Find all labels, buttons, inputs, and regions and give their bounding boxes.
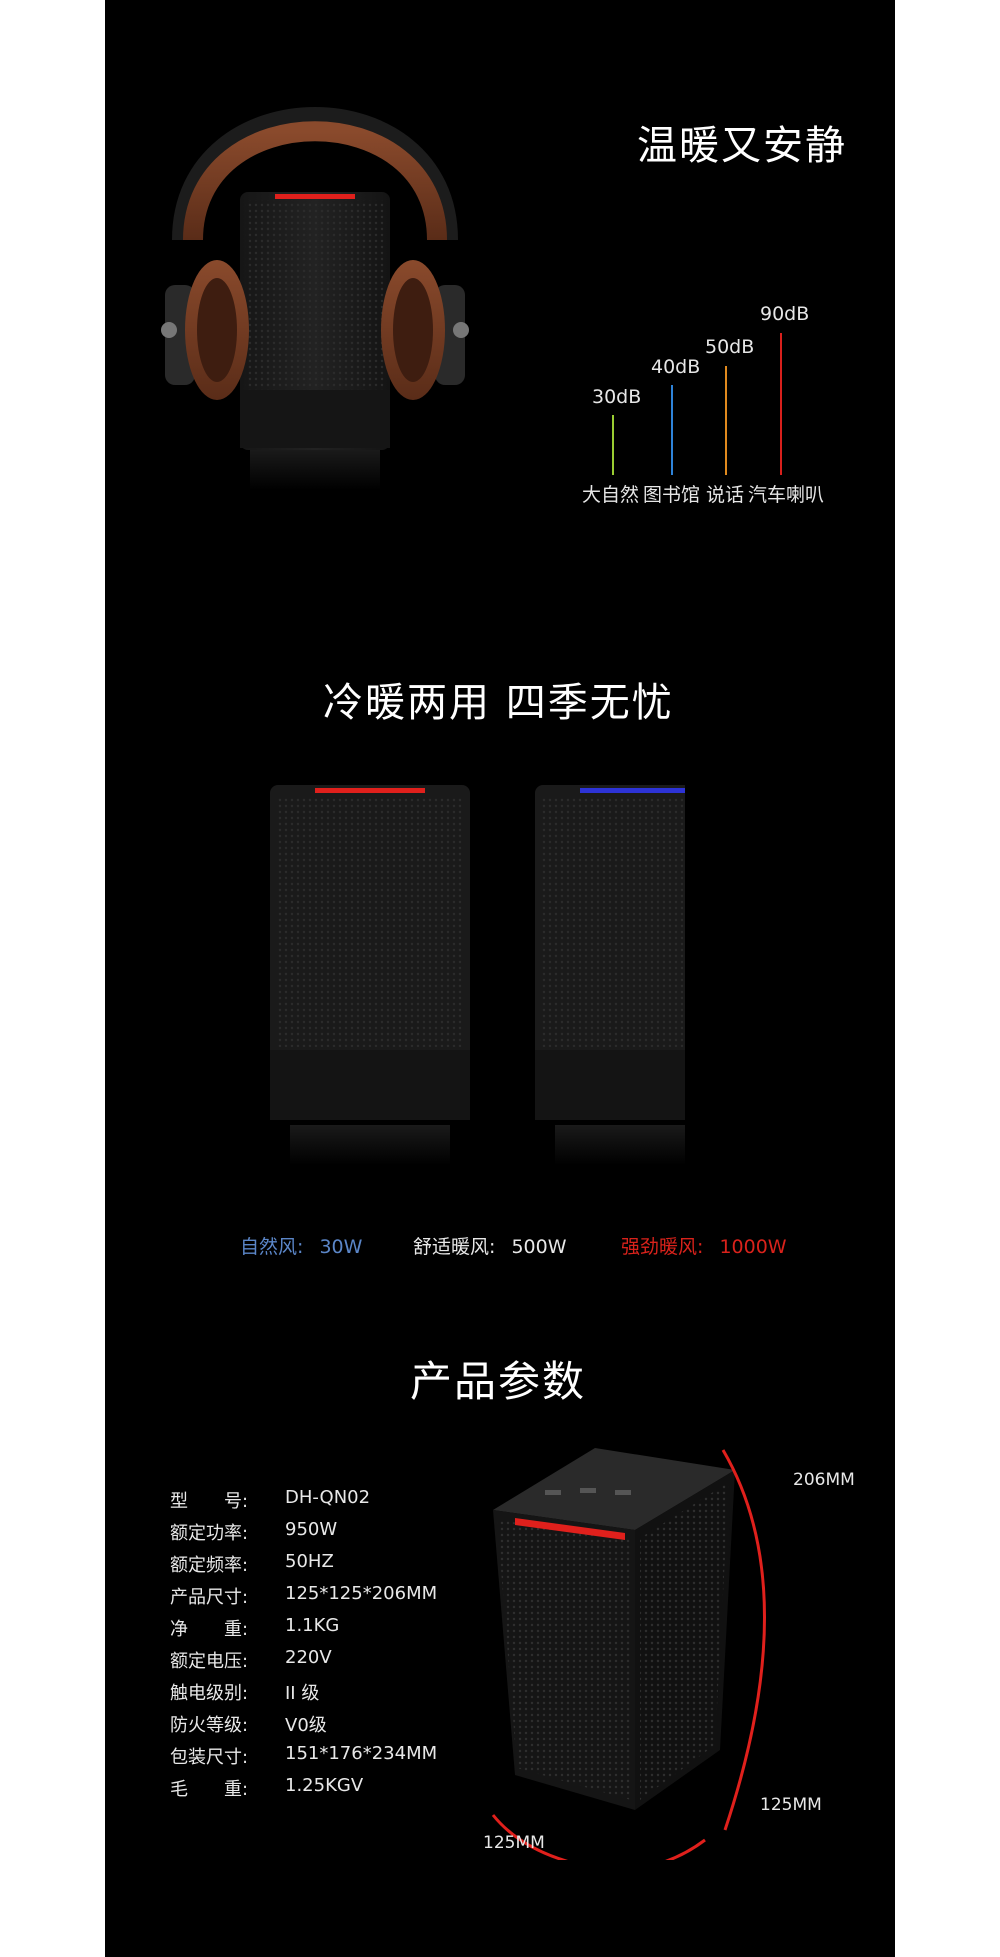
db-level-90: 90dB: [760, 303, 810, 325]
spec-label: 触电级别:: [170, 1683, 249, 1704]
quiet-section-title: 温暖又安静: [637, 123, 847, 169]
spec-value: 50HZ: [285, 1551, 334, 1572]
spec-label: 包装尺寸:: [170, 1747, 249, 1768]
spec-label: 防火等级:: [170, 1715, 249, 1736]
db-level-40: 40dB: [651, 356, 701, 378]
spec-value: 1.1KG: [285, 1615, 340, 1636]
db-level-30: 30dB: [592, 386, 642, 408]
modes-section-title: 冷暖两用 四季无忧: [323, 680, 674, 726]
specs-section-title: 产品参数: [410, 1357, 587, 1406]
mode-natural-label: 自然风:: [240, 1236, 304, 1258]
source-library: 图书馆: [643, 484, 701, 506]
mode-comfort-label: 舒适暖风:: [413, 1236, 496, 1258]
spec-value: 950W: [285, 1519, 338, 1540]
mode-natural-value: 30W: [319, 1236, 363, 1258]
source-nature: 大自然: [582, 484, 640, 506]
spec-label: 额定功率:: [170, 1523, 249, 1544]
spec-value: 151*176*234MM: [285, 1743, 438, 1764]
db-bar-nature: [612, 415, 614, 475]
dimension-width: 125MM: [483, 1833, 545, 1853]
mode-comfort-value: 500W: [511, 1236, 567, 1258]
spec-label: 毛 重:: [170, 1779, 249, 1800]
product-detail-panel: 温暖又安静: [105, 0, 895, 1957]
db-level-50: 50dB: [705, 336, 755, 358]
spec-label: 型 号:: [170, 1491, 249, 1512]
mode-strong-warm: 强劲暖风: 1000W: [621, 1232, 787, 1259]
spec-value: II 级: [285, 1683, 320, 1704]
mode-natural-wind: 自然风: 30W: [240, 1232, 362, 1259]
db-bar-horn: [780, 333, 782, 475]
spec-value: 1.25KGV: [285, 1775, 364, 1796]
source-car-horn: 汽车喇叭: [748, 484, 825, 506]
mode-comfort-warm: 舒适暖风: 500W: [413, 1232, 567, 1259]
spec-label: 额定电压:: [170, 1651, 249, 1672]
spec-label: 额定频率:: [170, 1555, 249, 1576]
spec-value: 125*125*206MM: [285, 1583, 438, 1604]
two-heaters-image: [270, 785, 685, 1165]
heater-with-headphones-image: [161, 107, 469, 490]
spec-label: 净 重:: [170, 1619, 249, 1640]
spec-label: 产品尺寸:: [170, 1587, 249, 1608]
source-speech: 说话: [706, 484, 745, 506]
mode-strong-value: 1000W: [719, 1236, 787, 1258]
db-bar-library: [671, 385, 673, 475]
mode-strong-label: 强劲暖风:: [621, 1236, 704, 1258]
dimension-height: 206MM: [793, 1470, 855, 1490]
spec-value: V0级: [285, 1715, 327, 1736]
heater-dimensions-image: [491, 1448, 766, 1860]
spec-value: DH-QN02: [285, 1487, 371, 1508]
spec-value: 220V: [285, 1647, 332, 1668]
db-bar-speech: [725, 366, 727, 475]
dimension-depth: 125MM: [760, 1795, 822, 1815]
